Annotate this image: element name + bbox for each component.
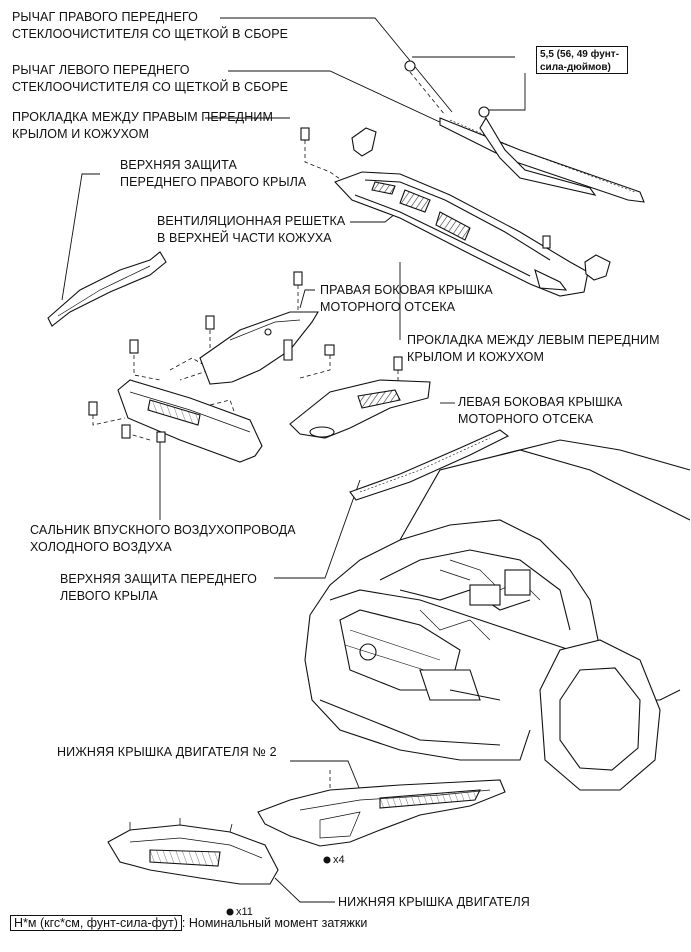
right-fender-guard [47,251,167,327]
label-engine-under-cover-2: НИЖНЯЯ КРЫШКА ДВИГАТЕЛЯ № 2 [57,745,277,759]
legend-text: : Номинальный момент затяжки [181,916,368,930]
cool-air-intake-seal [117,379,263,463]
car-front [304,439,691,791]
clip-right-cover-a [293,271,303,286]
legend-key: Н*м (кгс*см, фунт-сила-фут) [10,915,182,931]
right-side-cover [199,311,319,385]
clip-cowl [542,235,551,249]
left-side-cover [289,379,431,439]
leader-lines [61,17,526,903]
label-engine-under-cover: НИЖНЯЯ КРЫШКА ДВИГАТЕЛЯ [338,895,530,909]
clip-intake-b [88,401,98,416]
clip-right-cover-c [324,344,335,356]
clip-cover-2 [323,856,331,864]
clip-right-cover-b [205,315,215,330]
torque-spec-box: 5,5 (56, 49 фунт-сила-дюймов) [536,46,628,74]
clip-count-cover: x11 [236,906,253,918]
clip-seal-right [300,127,310,141]
clip-left-cover [393,356,403,371]
right-wiper-arm [439,117,645,203]
clip-intake-a [129,339,139,354]
clip-count-cover-2: x4 [333,854,345,866]
left-wiper-arm [479,116,597,196]
engine-under-cover-2 [257,779,506,847]
left-fender-guard [349,429,510,501]
right-seal [351,127,377,157]
left-seal [584,254,611,281]
torque-legend: Н*м (кгс*см, фунт-сила-фут): Номинальный… [10,915,367,931]
wiper-nut-right [404,60,416,72]
clip-intake-c [121,424,131,439]
cowl-vent-grille [334,171,589,297]
engine-under-cover [107,818,279,885]
wiper-nut-left [478,106,490,118]
clip-cover [226,908,234,916]
